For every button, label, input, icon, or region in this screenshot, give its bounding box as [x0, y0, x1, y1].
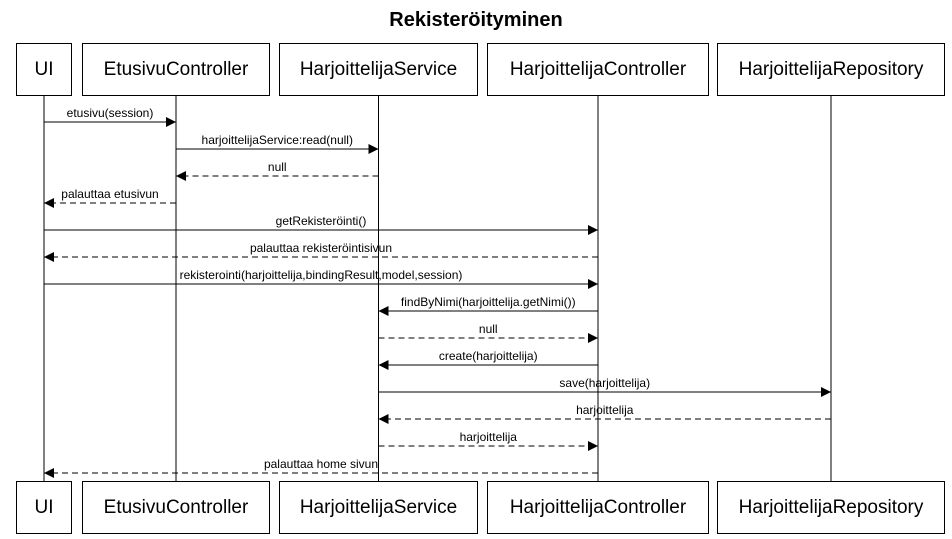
participant-controller-bottom: HarjoittelijaController: [487, 481, 709, 534]
message-label-4: palauttaa etusivun: [61, 187, 158, 201]
message-label-7: rekisterointi(harjoittelija,bindingResul…: [180, 268, 463, 282]
message-label-3: null: [268, 160, 287, 174]
participant-service-top: HarjoittelijaService: [279, 43, 478, 96]
participant-repository-bottom: HarjoittelijaRepository: [717, 481, 945, 534]
message-label-11: save(harjoittelija): [559, 376, 650, 390]
message-label-13: harjoittelija: [460, 430, 518, 444]
message-label-6: palauttaa rekisteröintisivun: [250, 241, 392, 255]
participant-service-bottom: HarjoittelijaService: [279, 481, 478, 534]
participant-ui-top: UI: [16, 43, 72, 96]
message-label-14: palauttaa home sivun: [264, 457, 378, 471]
participant-etusivu-bottom: EtusivuController: [82, 481, 270, 534]
message-label-10: create(harjoittelija): [439, 349, 538, 363]
message-label-2: harjoittelijaService:read(null): [202, 133, 353, 147]
participant-controller-top: HarjoittelijaController: [487, 43, 709, 96]
message-label-9: null: [479, 322, 498, 336]
message-label-1: etusivu(session): [67, 106, 154, 120]
participant-etusivu-top: EtusivuController: [82, 43, 270, 96]
participant-repository-top: HarjoittelijaRepository: [717, 43, 945, 96]
message-label-5: getRekisteröinti(): [276, 214, 367, 228]
diagram-title: Rekisteröityminen: [389, 9, 563, 31]
message-label-8: findByNimi(harjoittelija.getNimi()): [401, 295, 576, 309]
participant-ui-bottom: UI: [16, 481, 72, 534]
message-label-12: harjoittelija: [576, 403, 634, 417]
